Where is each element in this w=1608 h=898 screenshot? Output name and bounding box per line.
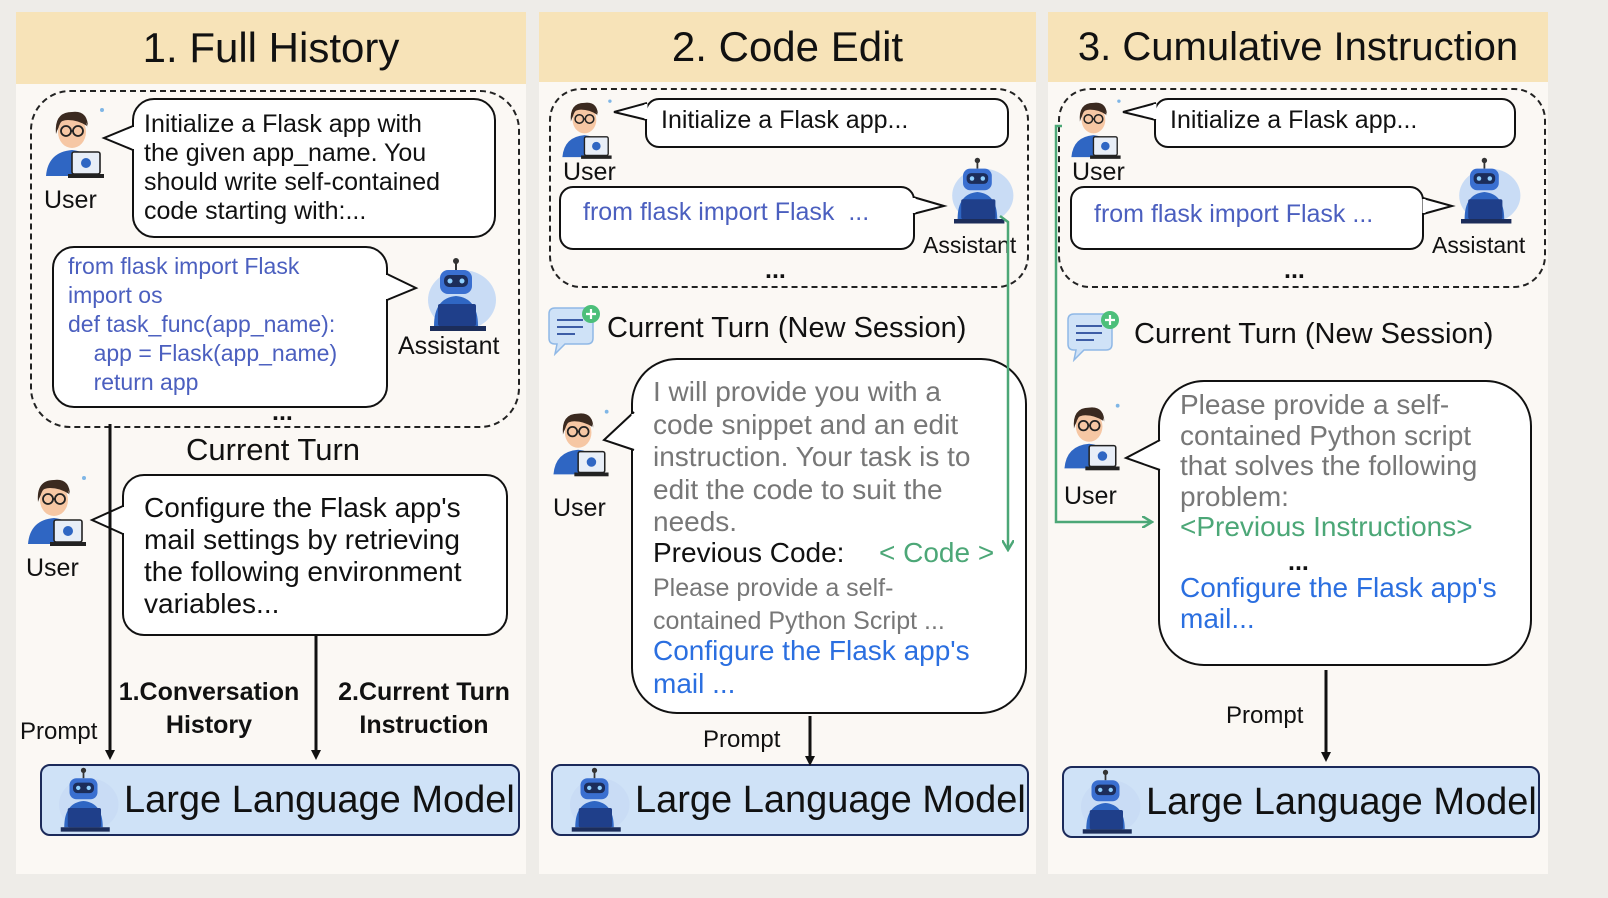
history-box xyxy=(30,90,520,428)
user-label: User xyxy=(1072,158,1125,186)
user-bubble xyxy=(132,98,496,238)
user-label: User xyxy=(44,186,97,214)
assistant-bubble xyxy=(52,246,388,408)
llm-box: Large Language Model xyxy=(551,764,1029,836)
current-message-bubble xyxy=(631,358,1027,714)
msg-prompt: Please provide a self- contained Python … xyxy=(653,574,945,635)
user-bubble xyxy=(645,98,1009,148)
current-turn-label: Current Turn (New Session) xyxy=(1134,318,1494,350)
msg-prompt: Please provide a self- contained Python … xyxy=(1180,389,1478,512)
prompt-label: Prompt xyxy=(703,726,781,753)
panel-title: 2. Code Edit xyxy=(539,12,1036,82)
llm-label: Large Language Model xyxy=(1146,780,1537,823)
current-turn-instruction-label: 2.Current Turn Instruction xyxy=(338,678,510,739)
current-message-bubble xyxy=(122,474,508,636)
llm-box: Large Language Model xyxy=(1062,766,1540,838)
assistant-label: Assistant xyxy=(1432,232,1526,258)
user-label: User xyxy=(563,158,616,186)
conversation-history-label: 1.Conversation History xyxy=(118,678,300,739)
assistant-label: Assistant xyxy=(923,232,1017,258)
assistant-bubble xyxy=(559,186,915,250)
msg-intro: I will provide you with a code snippet a… xyxy=(653,376,971,537)
assistant-code: from flask import Flask ... xyxy=(1094,200,1374,228)
history-ellipsis: ... xyxy=(1284,256,1305,284)
msg-code-tag: < Code > xyxy=(879,537,995,568)
msg-prev-code-label: Previous Code: xyxy=(653,537,845,568)
assistant-bubble xyxy=(1070,186,1424,250)
user-message: Initialize a Flask app with the given ap… xyxy=(144,110,440,225)
current-turn-label: Current Turn (New Session) xyxy=(607,312,967,344)
current-user-label: User xyxy=(553,494,606,522)
history-ellipsis: ... xyxy=(765,256,786,284)
history-box xyxy=(549,88,1029,288)
panel-cumulative-instruction: 3. Cumulative Instruction User Initializ… xyxy=(1048,12,1548,874)
panel-full-history: 1. Full History User Initialize a Flask … xyxy=(16,12,526,874)
user-message: Initialize a Flask app... xyxy=(661,106,909,134)
history-ellipsis: ... xyxy=(272,398,293,426)
current-user-label: User xyxy=(1064,482,1117,510)
current-message: Configure the Flask app's mail settings … xyxy=(144,492,462,619)
panel-title: 1. Full History xyxy=(16,12,526,84)
user-message: Initialize a Flask app... xyxy=(1170,106,1418,134)
panel-title: 3. Cumulative Instruction xyxy=(1048,12,1548,82)
msg-ellipsis: ... xyxy=(1288,548,1309,576)
prompt-label: Prompt xyxy=(1226,702,1304,729)
current-turn-label: Current Turn xyxy=(186,432,361,467)
current-message-bubble xyxy=(1158,380,1532,666)
msg-instruction: Configure the Flask app's mail ... xyxy=(653,635,970,699)
assistant-label: Assistant xyxy=(398,332,500,360)
prompt-label: Prompt xyxy=(20,718,98,745)
history-box xyxy=(1058,88,1546,288)
llm-box: Large Language Model xyxy=(40,764,520,836)
assistant-code: from flask import Flask import os def ta… xyxy=(68,253,338,395)
llm-label: Large Language Model xyxy=(635,778,1026,821)
assistant-code: from flask import Flask ... xyxy=(583,198,870,226)
msg-prev-tag: <Previous Instructions> xyxy=(1180,511,1473,542)
llm-label: Large Language Model xyxy=(124,778,515,821)
msg-instruction: Configure the Flask app's mail... xyxy=(1180,572,1497,634)
current-user-label: User xyxy=(26,554,79,582)
user-bubble xyxy=(1154,98,1516,148)
